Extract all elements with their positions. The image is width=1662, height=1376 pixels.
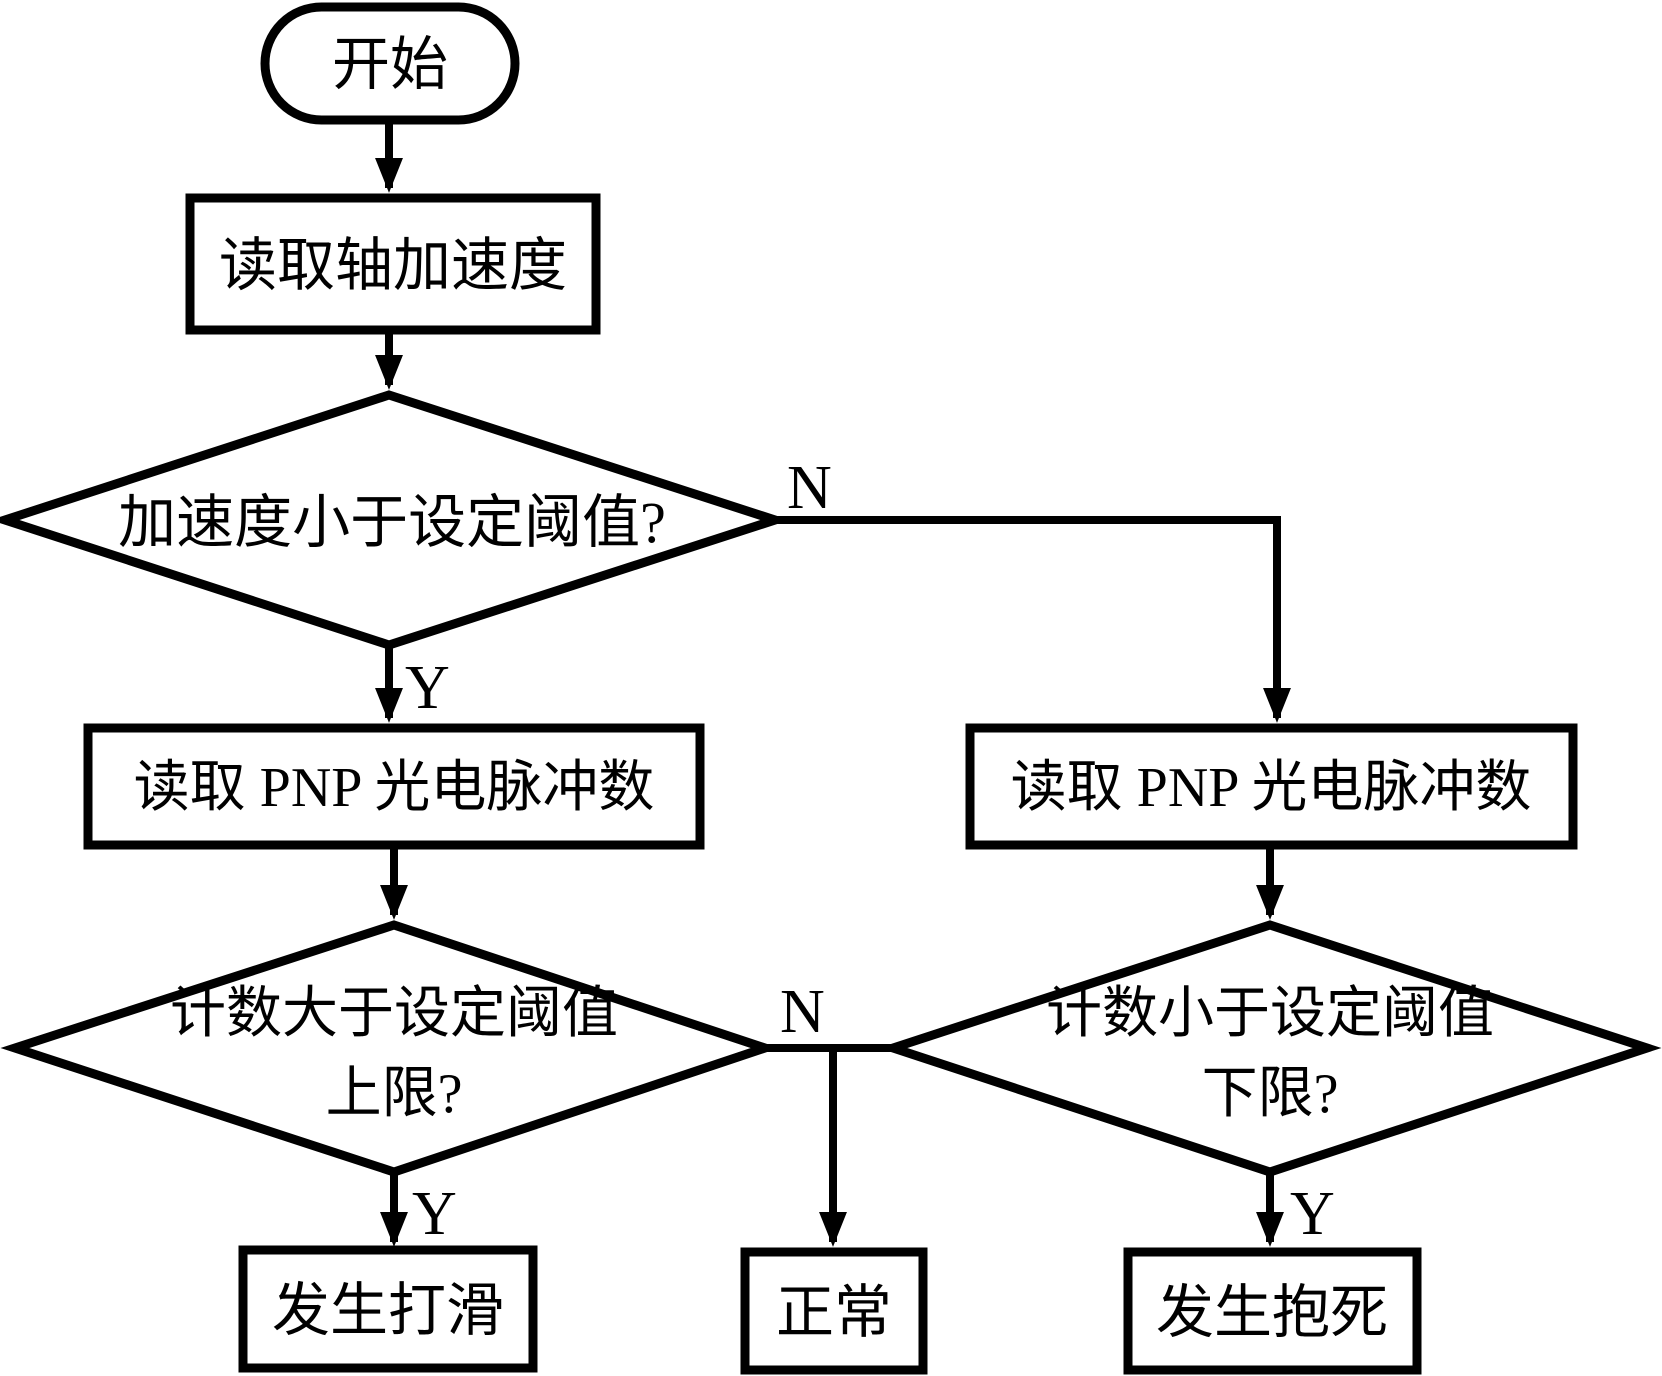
count-lower-check-node: 计数小于设定阈值 下限? bbox=[878, 920, 1662, 1177]
accel-check-node: 加速度小于设定阈值? bbox=[0, 390, 790, 650]
count-lower-check-shape bbox=[878, 920, 1662, 1177]
start-node: 开始 bbox=[260, 2, 520, 125]
count-lower-check-label-line1: 计数小于设定阈值 bbox=[1046, 983, 1494, 1045]
normal-result-label: 正常 bbox=[776, 1280, 892, 1345]
accel-check-shape bbox=[0, 390, 790, 650]
accel-check-label: 加速度小于设定阈值? bbox=[118, 490, 666, 555]
read-pulse-left-node: 读取 PNP 光电脉冲数 bbox=[83, 723, 705, 850]
normal-result-shape bbox=[740, 1247, 928, 1375]
lock-result-node: 发生抱死 bbox=[1123, 1247, 1422, 1375]
edge-accel-check-no bbox=[775, 516, 1291, 723]
slip-result-node: 发生打滑 bbox=[238, 1245, 538, 1373]
normal-result-node: 正常 bbox=[740, 1247, 928, 1375]
lock-result-label: 发生抱死 bbox=[1156, 1280, 1388, 1345]
count-lower-check-label-line2: 下限? bbox=[1202, 1063, 1339, 1125]
slip-result-label: 发生打滑 bbox=[272, 1278, 504, 1343]
read-pulse-left-label: 读取 PNP 光电脉冲数 bbox=[134, 757, 655, 819]
accel-check-yes-label: Y bbox=[405, 654, 450, 722]
read-pulse-right-shape bbox=[965, 723, 1578, 850]
count-upper-check-label-line1: 计数大于设定阈值 bbox=[170, 983, 618, 1045]
count-upper-check-node: 计数大于设定阈值 上限? bbox=[0, 920, 780, 1177]
count-upper-check-shape bbox=[0, 920, 780, 1177]
lock-result-shape bbox=[1123, 1247, 1422, 1375]
slip-result-shape bbox=[238, 1245, 538, 1373]
count-upper-yes-label: Y bbox=[412, 1180, 457, 1248]
count-upper-check-label-line2: 上限? bbox=[326, 1063, 463, 1125]
read-accel-label: 读取轴加速度 bbox=[219, 233, 567, 298]
start-node-label: 开始 bbox=[332, 32, 448, 97]
read-pulse-right-node: 读取 PNP 光电脉冲数 bbox=[965, 723, 1578, 850]
read-accel-node: 读取轴加速度 bbox=[185, 193, 601, 335]
read-pulse-left-shape bbox=[83, 723, 705, 850]
start-node-shape bbox=[260, 2, 520, 125]
count-lower-yes-label: Y bbox=[1290, 1180, 1335, 1248]
count-upper-no-label: N bbox=[780, 978, 825, 1046]
read-pulse-right-label: 读取 PNP 光电脉冲数 bbox=[1011, 757, 1532, 819]
accel-check-no-label: N bbox=[787, 454, 832, 522]
read-accel-shape bbox=[185, 193, 601, 335]
